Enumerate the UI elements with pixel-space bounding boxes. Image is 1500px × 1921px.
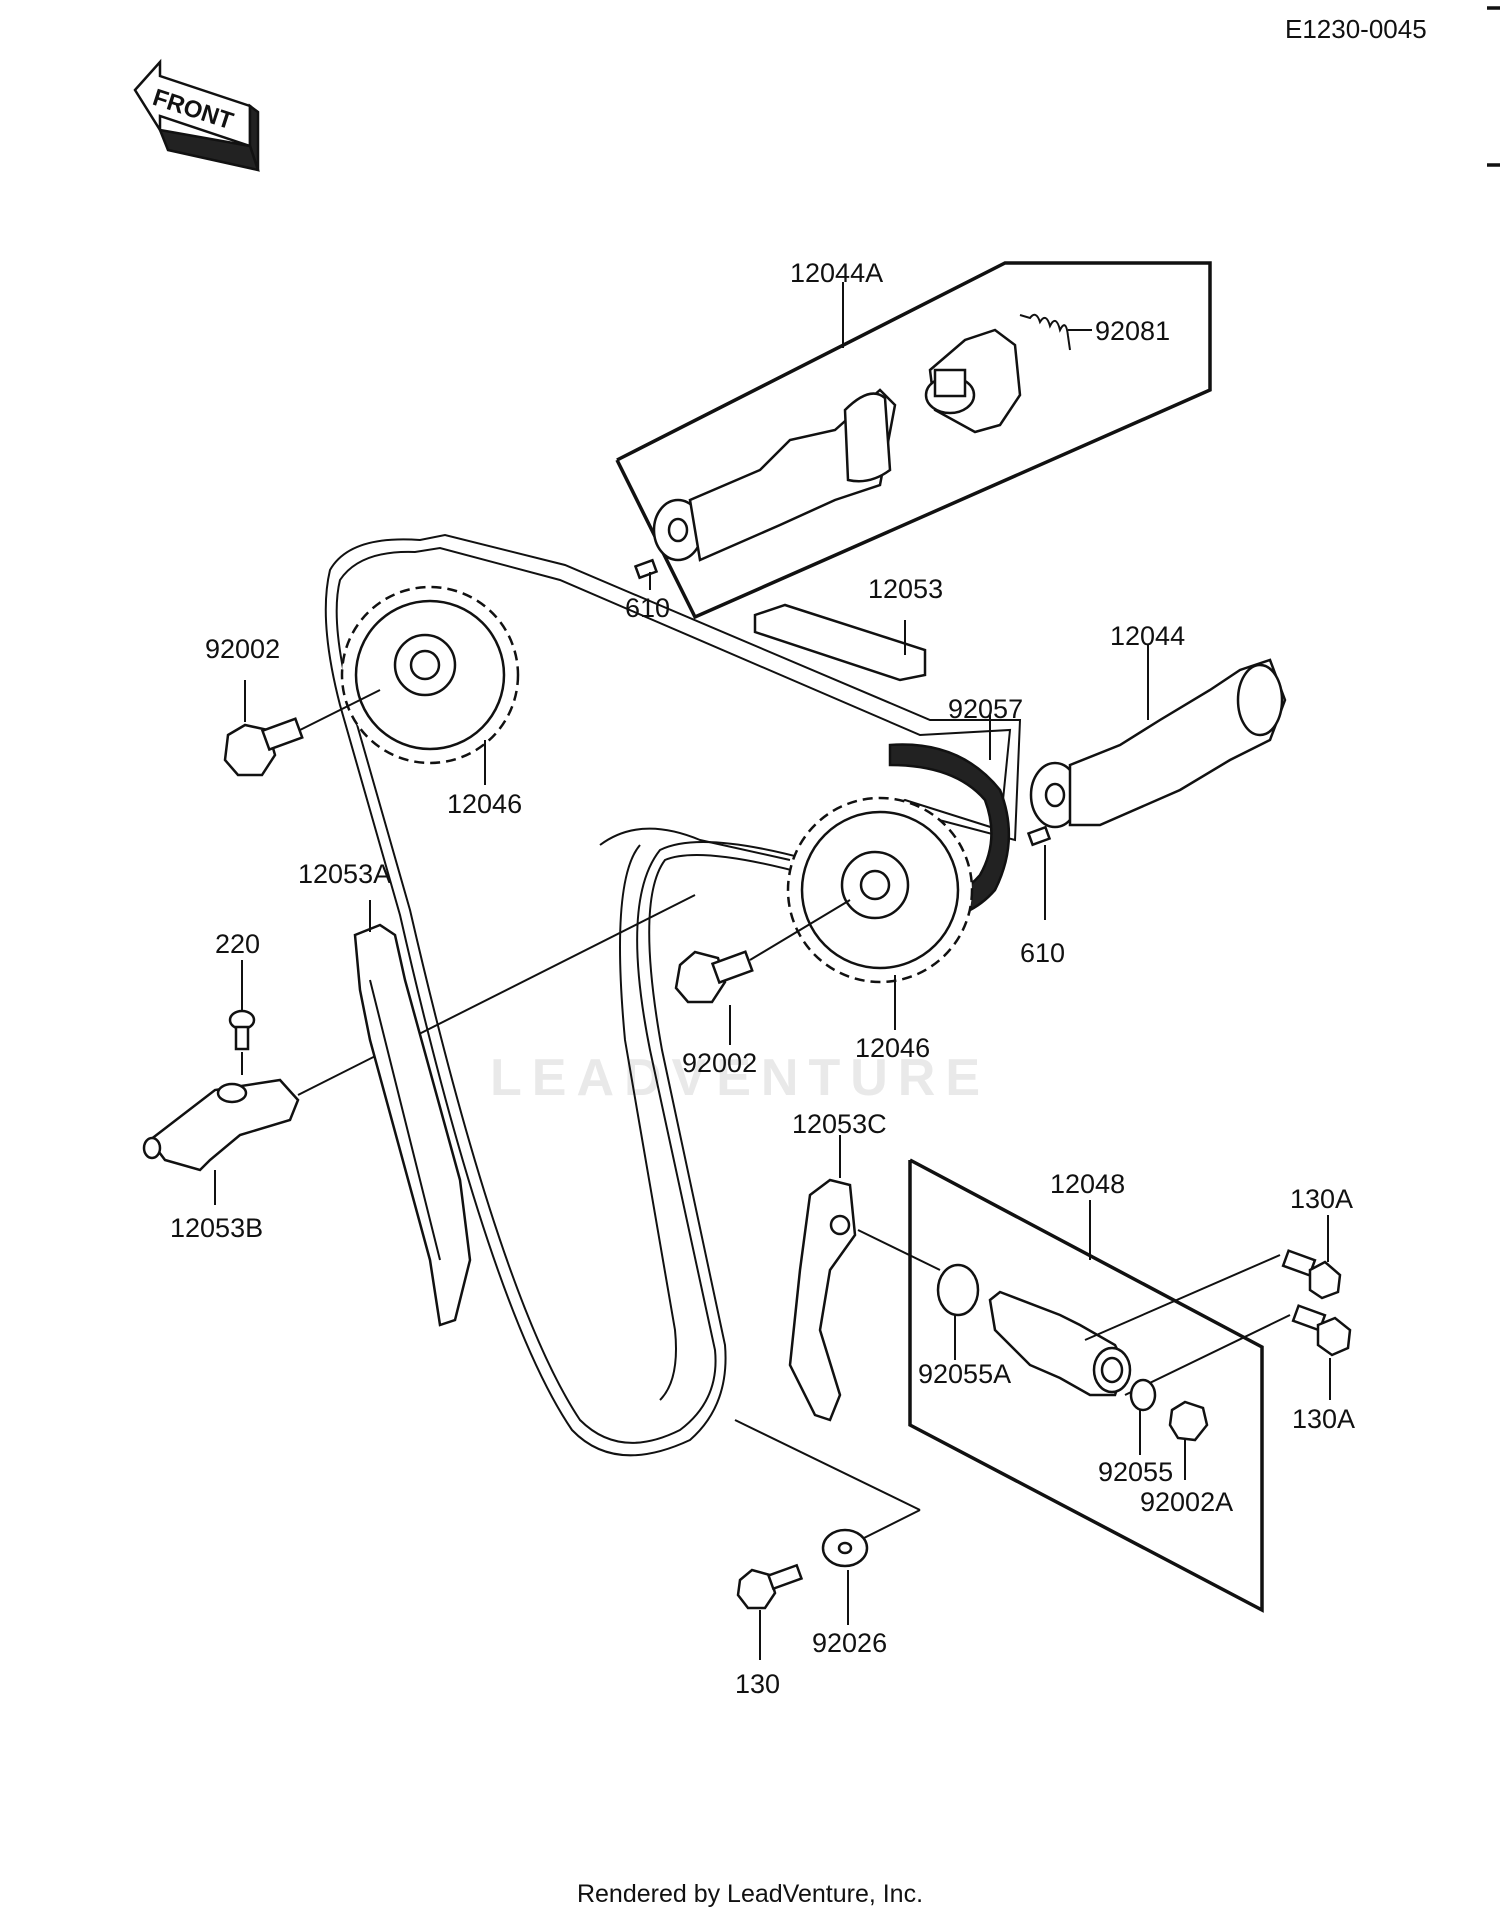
label-130: 130	[735, 1669, 780, 1699]
pivot-leader	[734, 1419, 921, 1551]
label-92081: 92081	[1095, 316, 1170, 346]
label-220: 220	[215, 929, 260, 959]
diagram-id: E1230-0045	[1285, 14, 1427, 44]
label-12046-left: 12046	[447, 789, 522, 819]
camshaft-lower	[1029, 645, 1287, 829]
chain-guide-b	[142, 1078, 300, 1205]
label-12053: 12053	[868, 574, 943, 604]
bolt-left	[223, 680, 381, 777]
washer-92026	[821, 1528, 869, 1625]
label-130a-top: 130A	[1290, 1184, 1353, 1214]
camshaft-kit-box	[615, 261, 1212, 620]
dowel-pin-top	[633, 558, 659, 590]
tensioner-body	[988, 1254, 1291, 1397]
dowel-pin-right	[1026, 825, 1052, 920]
label-12046-right: 12046	[855, 1033, 930, 1063]
spring-part	[1019, 313, 1092, 351]
camshaft-upper	[652, 388, 897, 562]
label-130a-bottom: 130A	[1292, 1404, 1355, 1434]
label-610-right: 610	[1020, 938, 1065, 968]
bolt-130a-top	[1281, 1215, 1342, 1300]
label-12053b: 12053B	[170, 1213, 263, 1243]
label-92055a: 92055A	[918, 1359, 1011, 1389]
chain-guide-top	[753, 603, 927, 682]
bolt-130a-bottom	[1291, 1304, 1352, 1400]
cam-timing-rotor	[924, 328, 1022, 434]
label-92055: 92055	[1098, 1457, 1173, 1487]
bolt-92002a	[1168, 1400, 1209, 1480]
screw-220	[228, 960, 256, 1075]
label-610-top: 610	[625, 593, 670, 623]
label-12053c: 12053C	[792, 1109, 887, 1139]
label-92002-left: 92002	[205, 634, 280, 664]
label-12053a: 12053A	[298, 859, 391, 889]
tensioner-kit-box	[908, 1158, 1264, 1613]
bolt-130	[736, 1563, 804, 1660]
label-92057: 92057	[948, 694, 1023, 724]
label-92026: 92026	[812, 1628, 887, 1658]
label-12044: 12044	[1110, 621, 1185, 651]
o-ring-92055a	[936, 1263, 980, 1360]
cam-chain	[324, 533, 1022, 1457]
chain-guide-c	[788, 1135, 941, 1422]
leader-line-guide	[297, 894, 696, 1096]
label-12044a: 12044A	[790, 258, 883, 288]
chain-guide-a	[353, 900, 472, 1327]
cam-sprocket-left	[340, 585, 520, 785]
cam-sprocket-right	[786, 796, 974, 1030]
front-arrow-icon: FRONT	[133, 58, 260, 172]
footer-credit: Rendered by LeadVenture, Inc.	[576, 1880, 924, 1908]
o-ring-92055	[1129, 1378, 1157, 1455]
bolt-center	[674, 899, 851, 1045]
label-12048: 12048	[1050, 1169, 1125, 1199]
watermark-text: LEADVENTURE	[490, 1049, 990, 1107]
label-92002-center: 92002	[682, 1048, 757, 1078]
label-92002a: 92002A	[1140, 1487, 1233, 1517]
